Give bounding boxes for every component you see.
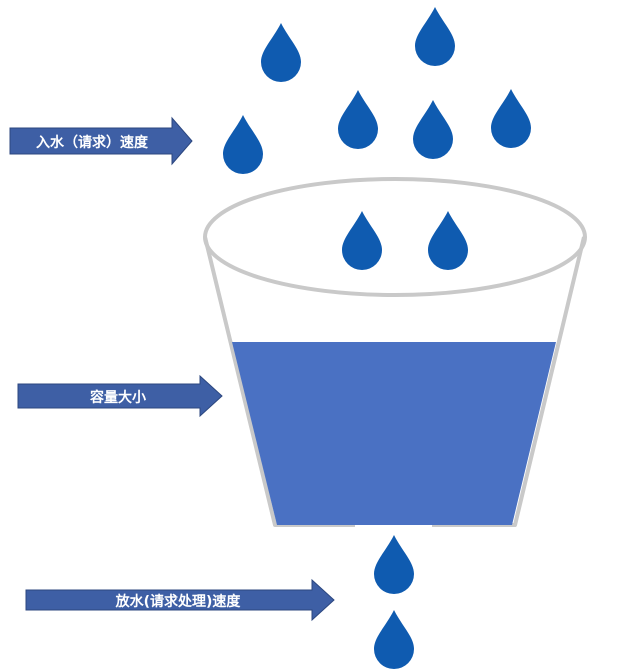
water-drop-icon (342, 211, 382, 270)
water-drop-icon (223, 115, 263, 174)
water-drop-icon (415, 7, 455, 66)
water-drop-icon (413, 100, 453, 159)
bucket-rim (203, 177, 587, 297)
inflow-rate-arrow: 入水（请求）速度 (9, 116, 193, 166)
bucket-water (232, 342, 556, 525)
inflow-rate-label: 入水（请求）速度 (36, 134, 149, 151)
outflow-rate-arrow: 放水(请求处理)速度 (25, 578, 335, 622)
water-drop-icon (428, 211, 468, 270)
outflow-rate-label: 放水(请求处理)速度 (115, 593, 242, 610)
water-drop-icon (374, 535, 414, 594)
water-drop-icon (261, 23, 301, 82)
water-drop-icon (338, 90, 378, 149)
capacity-label: 容量大小 (89, 389, 146, 406)
capacity-arrow: 容量大小 (17, 374, 223, 418)
water-drop-icon (491, 89, 531, 148)
water-drop-icon (374, 610, 414, 669)
